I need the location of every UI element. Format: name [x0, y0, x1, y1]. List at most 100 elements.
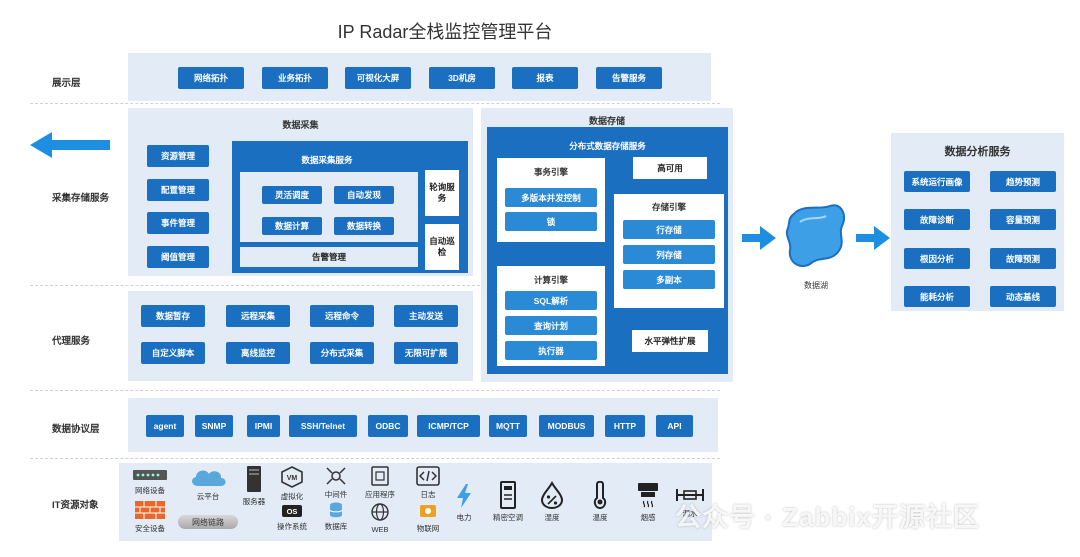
watermark: 公众号 · Zabbix开源社区 — [675, 502, 980, 532]
protocol-snmp[interactable]: SNMP — [195, 415, 233, 437]
collection-auto-inspection[interactable]: 自动巡检 — [425, 224, 459, 270]
resource-database: 数据库 — [306, 502, 366, 532]
left-arrow-icon — [30, 132, 110, 158]
server-icon — [247, 466, 261, 492]
collection-flexible-schedule[interactable]: 灵活调度 — [262, 186, 322, 204]
protocol-agent[interactable]: agent — [146, 415, 184, 437]
protocol-ipmi[interactable]: IPMI — [247, 415, 280, 437]
analysis-trend-forecast[interactable]: 趋势预测 — [990, 171, 1056, 192]
analysis-energy[interactable]: 能耗分析 — [904, 286, 970, 307]
store-row[interactable]: 行存储 — [623, 220, 715, 239]
thermometer-icon — [593, 481, 607, 509]
tx-mvcc[interactable]: 多版本并发控制 — [505, 188, 597, 207]
collection-data-convert[interactable]: 数据转换 — [334, 217, 394, 235]
resource-power: 电力 — [434, 483, 494, 523]
analysis-capacity-forecast[interactable]: 容量预测 — [990, 209, 1056, 230]
collection-config-mgmt[interactable]: 配置管理 — [147, 179, 209, 201]
agent-active-send[interactable]: 主动发送 — [394, 305, 458, 327]
compute-executor[interactable]: 执行器 — [505, 341, 597, 360]
collection-resource-mgmt[interactable]: 资源管理 — [147, 145, 209, 167]
vm-icon: VM — [281, 466, 303, 488]
protocol-mqtt[interactable]: MQTT — [489, 415, 527, 437]
resource-temperature: 温度 — [570, 481, 630, 523]
resource-web: WEB — [350, 502, 410, 534]
resource-application-label: 应用程序 — [365, 490, 395, 499]
resource-middleware: 中间件 — [306, 466, 366, 500]
right-arrow-icon — [742, 226, 776, 250]
resource-smoke: 烟感 — [618, 481, 678, 523]
water-leak-icon — [676, 489, 704, 501]
lightning-icon — [457, 484, 471, 508]
separator — [30, 390, 720, 391]
data-analysis-title: 数据分析服务 — [944, 146, 1011, 158]
resource-cloud-label: 云平台 — [196, 492, 220, 501]
resource-virtualization-label: 虚拟化 — [280, 492, 304, 501]
cloud-icon — [192, 470, 226, 486]
layer-label-collect-store: 采集存储服务 — [52, 193, 110, 204]
data-lake-icon — [785, 204, 846, 268]
collection-threshold-mgmt[interactable]: 阈值管理 — [147, 246, 209, 268]
compute-query-plan[interactable]: 查询计划 — [505, 316, 597, 335]
display-item-big-screen[interactable]: 可视化大屏 — [345, 67, 411, 89]
display-item-topology[interactable]: 网络拓扑 — [178, 67, 244, 89]
protocol-ssh-telnet[interactable]: SSH/Telnet — [289, 415, 357, 437]
resource-security-device: 安全设备 — [120, 500, 180, 534]
protocol-http[interactable]: HTTP — [605, 415, 645, 437]
storage-service-title: 分布式数据存储服务 — [569, 141, 646, 151]
analysis-system-profile[interactable]: 系统运行画像 — [904, 171, 970, 192]
resource-os-label: 操作系统 — [277, 522, 307, 531]
analysis-fault-diagnosis[interactable]: 故障诊断 — [904, 209, 970, 230]
protocol-odbc[interactable]: ODBC — [368, 415, 408, 437]
compute-engine-title: 计算引擎 — [533, 275, 568, 285]
resource-os: OS 操作系统 — [262, 504, 322, 532]
resource-smoke-label: 烟感 — [640, 513, 656, 522]
separator — [30, 458, 720, 459]
resource-power-label: 电力 — [456, 513, 472, 522]
data-storage-title: 数据存储 — [588, 116, 625, 126]
collection-auto-discovery[interactable]: 自动发现 — [334, 186, 394, 204]
agent-remote-command[interactable]: 远程命令 — [310, 305, 374, 327]
store-replica[interactable]: 多副本 — [623, 270, 715, 289]
globe-icon — [371, 503, 389, 521]
store-column[interactable]: 列存储 — [623, 245, 715, 264]
resource-temperature-label: 温度 — [592, 513, 608, 522]
resource-precision-ac-label: 精密空调 — [493, 513, 523, 522]
collection-event-mgmt[interactable]: 事件管理 — [147, 212, 209, 234]
agent-offline-monitor[interactable]: 离线监控 — [226, 342, 290, 364]
analysis-fault-forecast[interactable]: 故障预测 — [990, 248, 1056, 269]
resource-network-link: 网络链路 — [178, 515, 238, 529]
layer-label-it: IT资源对象 — [52, 500, 99, 511]
protocol-modbus[interactable]: MODBUS — [539, 415, 594, 437]
storage-high-availability[interactable]: 高可用 — [633, 157, 707, 179]
storage-horizontal-scale[interactable]: 水平弹性扩展 — [632, 330, 708, 352]
display-item-3d-room[interactable]: 3D机房 — [429, 67, 495, 89]
resource-server: 服务器 — [224, 465, 284, 507]
data-collection-title: 数据采集 — [282, 120, 319, 130]
display-item-alarm-service[interactable]: 告警服务 — [596, 67, 662, 89]
air-conditioner-icon — [500, 481, 516, 509]
tx-lock[interactable]: 锁 — [505, 212, 597, 231]
display-item-report[interactable]: 报表 — [512, 67, 578, 89]
resource-network-label: 网络设备 — [135, 486, 165, 495]
agent-data-cache[interactable]: 数据暂存 — [141, 305, 205, 327]
collection-data-compute[interactable]: 数据计算 — [262, 217, 322, 235]
display-item-business-topology[interactable]: 业务拓扑 — [262, 67, 328, 89]
vm-badge-text: VM — [287, 475, 298, 482]
analysis-root-cause[interactable]: 根因分析 — [904, 248, 970, 269]
analysis-dynamic-baseline[interactable]: 动态基线 — [990, 286, 1056, 307]
protocol-icmp-tcp[interactable]: ICMP/TCP — [417, 415, 480, 437]
agent-remote-collect[interactable]: 远程采集 — [226, 305, 290, 327]
resource-humidity: 湿度 — [522, 481, 582, 523]
protocol-api[interactable]: API — [656, 415, 693, 437]
agent-custom-script[interactable]: 自定义脚本 — [141, 342, 205, 364]
separator — [30, 103, 720, 104]
os-icon: OS — [282, 505, 302, 517]
page-title: IP Radar全栈监控管理平台 — [337, 22, 553, 42]
compute-sql-parse[interactable]: SQL解析 — [505, 291, 597, 310]
resource-precision-ac: 精密空调 — [478, 481, 538, 523]
layer-label-protocol: 数据协议层 — [52, 424, 100, 435]
agent-infinite-scale[interactable]: 无限可扩展 — [394, 342, 458, 364]
agent-distributed-collect[interactable]: 分布式采集 — [310, 342, 374, 364]
collection-polling-service[interactable]: 轮询服务 — [425, 170, 459, 216]
collection-alarm-mgmt[interactable]: 告警管理 — [240, 247, 418, 267]
